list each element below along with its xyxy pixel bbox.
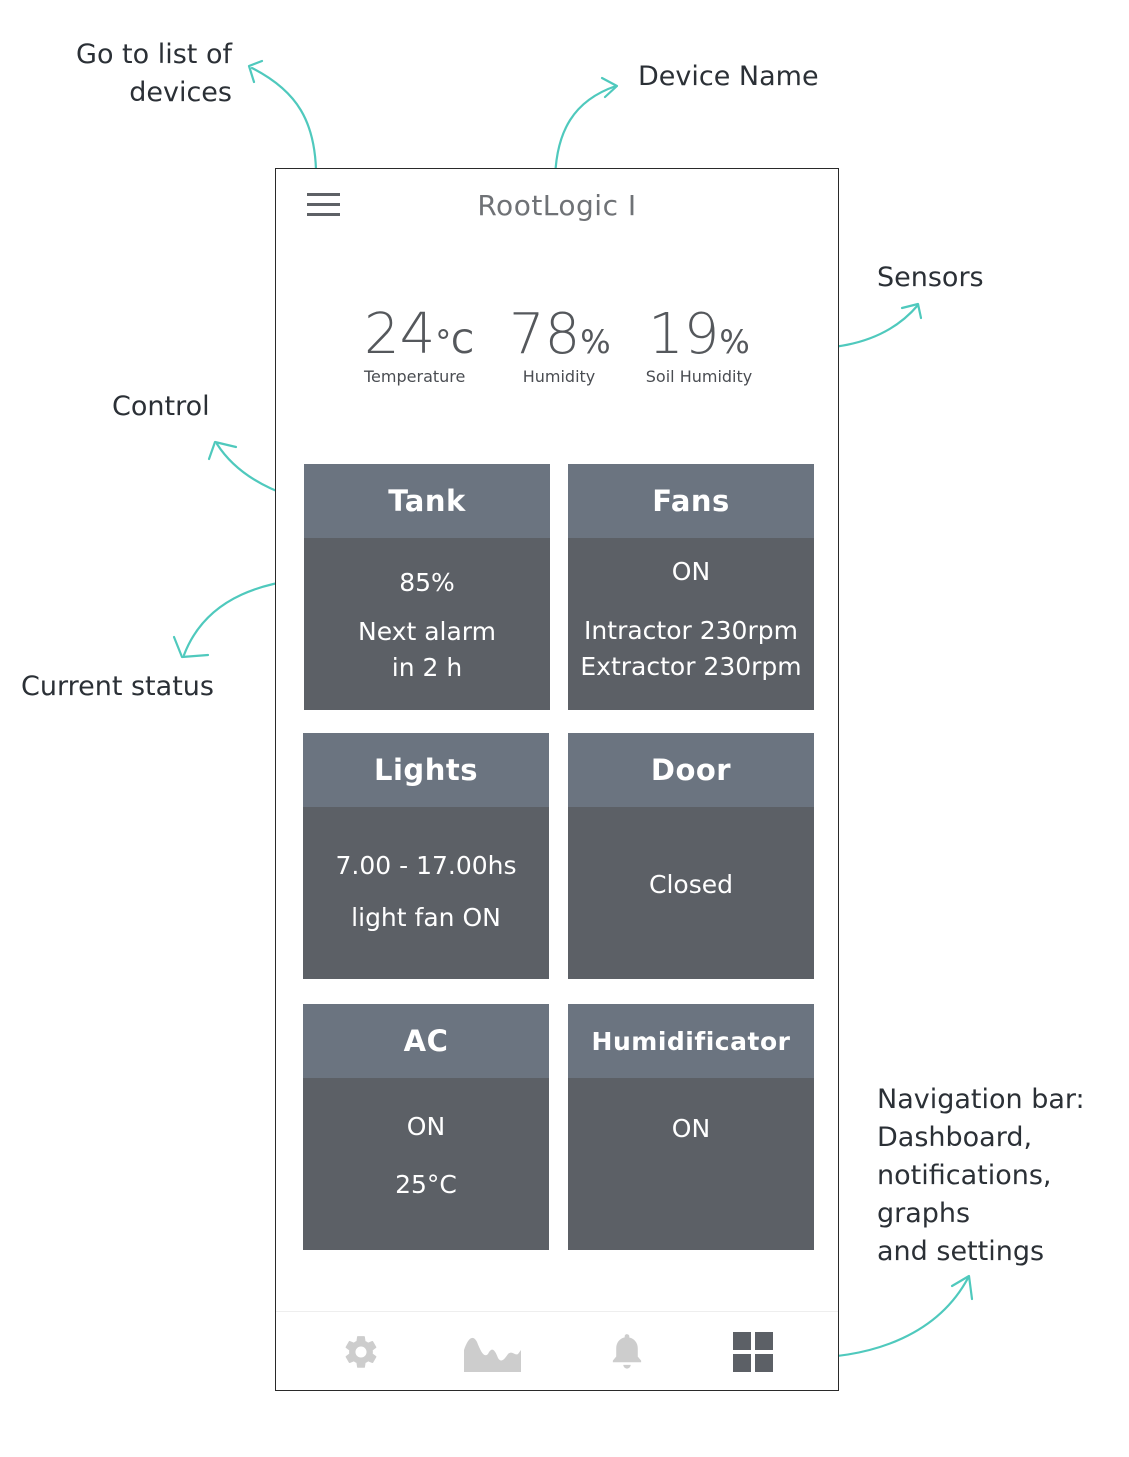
arrowhead-sensors: [900, 302, 923, 320]
card-title: Tank: [304, 464, 550, 538]
annotation-device-name: Device Name: [638, 61, 819, 92]
annotation-navigation-bar: Navigation bar: Dashboard, notifications…: [877, 1081, 1085, 1271]
arrowhead-status: [172, 635, 210, 659]
graph-icon[interactable]: [464, 1330, 522, 1374]
annotation-current-status: Current status: [21, 671, 214, 702]
bell-icon[interactable]: [605, 1330, 649, 1374]
annotation-navbar-line-2: Dashboard,: [877, 1122, 1033, 1153]
navigation-bar: [276, 1311, 838, 1390]
card-title: Fans: [568, 464, 814, 538]
dashboard-icon[interactable]: [731, 1330, 775, 1374]
gear-icon[interactable]: [339, 1330, 383, 1374]
card-status-line: ON: [671, 1114, 711, 1143]
card-status-line: ON: [406, 1112, 446, 1141]
card-status-line: Intractor 230rpm: [584, 616, 798, 645]
card-status-line: 85%: [399, 568, 455, 597]
card-status-line: Next alarm: [358, 617, 496, 646]
sensor-value: 24: [364, 302, 436, 367]
card-title: Lights: [303, 733, 549, 807]
sensor-unit: °C: [435, 323, 474, 361]
control-card-fans[interactable]: Fans ON Intractor 230rpm Extractor 230rp…: [568, 464, 814, 710]
card-title: Humidificator: [568, 1004, 814, 1078]
annotation-control: Control: [112, 391, 210, 422]
card-status-line: Closed: [649, 870, 733, 899]
arrowhead-navbar: [950, 1274, 974, 1301]
sensor-humidity: 78% Humidity: [509, 302, 611, 387]
device-title: RootLogic I: [477, 189, 637, 222]
card-title: AC: [303, 1004, 549, 1078]
card-status-line: light fan ON: [351, 903, 501, 932]
sensor-temperature: 24°C Temperature: [364, 302, 474, 387]
arrowhead-device-name: [600, 76, 619, 99]
control-card-ac[interactable]: AC ON 25°C: [303, 1004, 549, 1250]
arrow-devices: [250, 66, 318, 186]
sensor-value: 78: [509, 302, 581, 367]
sensor-label: Soil Humidity: [645, 367, 753, 386]
control-card-tank[interactable]: Tank 85% Next alarm in 2 h: [304, 464, 550, 710]
annotation-navbar-line-5: and settings: [877, 1236, 1045, 1267]
card-status-line: in 2 h: [391, 653, 463, 682]
annotation-navbar-line-1: Navigation bar:: [877, 1084, 1085, 1115]
card-title: Door: [568, 733, 814, 807]
annotation-navbar-line-4: graphs: [877, 1198, 971, 1229]
annotation-sensors: Sensors: [877, 262, 984, 293]
hamburger-icon[interactable]: [306, 191, 342, 227]
annotation-devices-list: Go to list of devices: [76, 39, 232, 108]
sensor-value: 19: [648, 302, 720, 367]
control-card-lights[interactable]: Lights 7.00 - 17.00hs light fan ON: [303, 733, 549, 979]
sensor-unit: %: [580, 323, 611, 361]
sensor-soil-humidity: 19% Soil Humidity: [639, 302, 759, 387]
annotation-navbar-line-3: notifications,: [877, 1160, 1052, 1191]
control-card-door[interactable]: Door Closed: [568, 733, 814, 979]
card-status-line: ON: [671, 557, 711, 586]
sensor-label: Temperature: [364, 367, 466, 386]
card-status-line: 25°C: [395, 1170, 457, 1199]
sensor-label: Humidity: [522, 367, 596, 386]
card-status-line: Extractor 230rpm: [580, 652, 802, 681]
phone-screen: RootLogic I 24°C Temperature 78% Humidit…: [275, 168, 839, 1391]
card-status-line: 7.00 - 17.00hs: [335, 851, 517, 880]
control-card-humidificator[interactable]: Humidificator ON: [568, 1004, 814, 1250]
arrowhead-control: [207, 440, 238, 461]
arrow-device-name: [553, 84, 618, 186]
sensor-unit: %: [719, 323, 750, 361]
arrowhead-devices: [247, 59, 264, 84]
